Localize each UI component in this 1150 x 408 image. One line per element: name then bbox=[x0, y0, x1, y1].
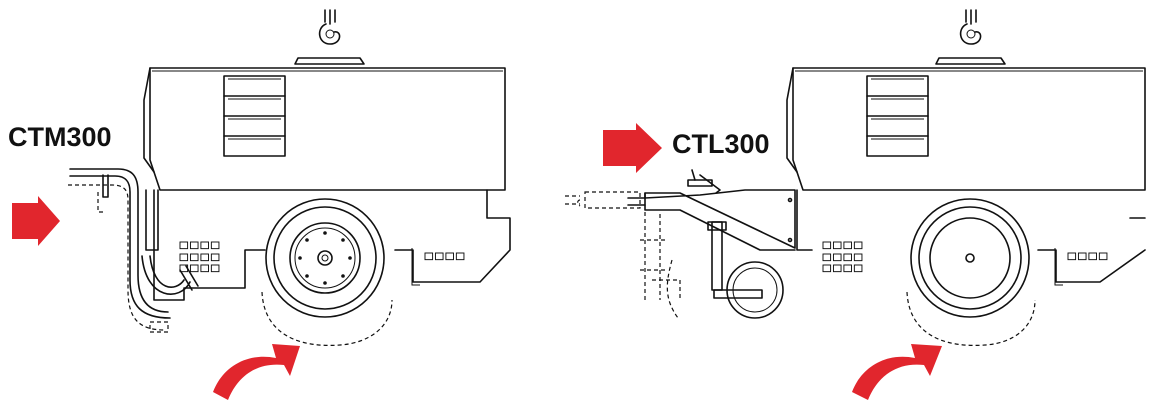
tow-bar bbox=[68, 168, 199, 333]
model-label-ctm300: CTM300 bbox=[8, 122, 112, 152]
machine-ctl300 bbox=[565, 9, 1146, 347]
lifting-hook-icon bbox=[294, 9, 365, 65]
model-label-ctl300: CTL300 bbox=[672, 129, 770, 159]
rotation-arrow-icon bbox=[852, 344, 942, 400]
drawbar bbox=[627, 169, 796, 319]
machine-ctm300 bbox=[68, 9, 511, 347]
direction-arrow-icon bbox=[603, 123, 662, 173]
direction-arrow-icon bbox=[12, 196, 60, 246]
drawbar-alternate-position bbox=[565, 191, 681, 319]
lifting-hook-icon bbox=[935, 9, 1006, 65]
louvre-panel bbox=[223, 75, 286, 157]
wheel bbox=[906, 198, 1036, 347]
wheel bbox=[261, 198, 393, 347]
louvre-panel bbox=[866, 75, 929, 157]
rotation-arrow-icon bbox=[213, 344, 300, 400]
vent-slots bbox=[822, 241, 1108, 273]
